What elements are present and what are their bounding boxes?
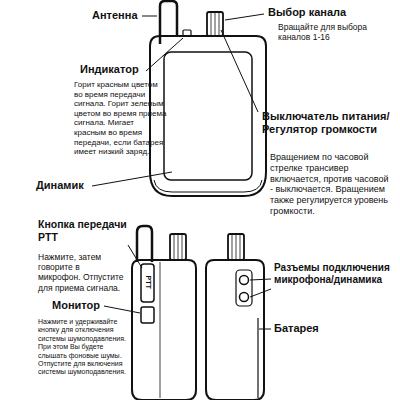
leader-line	[225, 14, 264, 20]
radio-body	[150, 36, 266, 196]
speaker-grille	[164, 52, 252, 180]
leader-line	[250, 279, 271, 297]
part-note: Вращайте для выбора каналов 1-16	[278, 22, 390, 42]
leader-line	[259, 329, 271, 330]
part-name: Выключатель питания/Регулятор громкости	[262, 110, 394, 136]
radio-side-left	[132, 260, 196, 400]
antenna	[160, 1, 177, 44]
part-name: Выбор канала	[268, 6, 392, 19]
leader-line	[104, 306, 140, 313]
leader-line	[128, 245, 142, 268]
side-seam	[160, 262, 161, 398]
knob-side	[228, 234, 244, 260]
radio-side-right	[206, 260, 264, 400]
knob-ridges	[232, 235, 240, 259]
battery-seam	[257, 318, 258, 398]
knob-side	[170, 234, 186, 260]
channel-knob	[207, 12, 223, 36]
ptt-button	[141, 264, 154, 302]
leader-line	[142, 16, 157, 17]
part-note: Нажмите, затем говорите в микрофон. Отпу…	[38, 252, 124, 293]
part-name: Антенна	[92, 9, 152, 22]
knob-ridges	[211, 13, 219, 35]
speaker-jack	[240, 293, 249, 302]
part-note: Нажмите и удерживайте кнопку для отключе…	[38, 318, 132, 377]
part-name: Кнопка передачи PTT	[38, 218, 134, 243]
mic-jack	[240, 276, 249, 285]
led-indicator	[183, 30, 191, 36]
jack-cover	[236, 270, 252, 306]
part-note: Вращением по часовой стрелке трансивер в…	[270, 152, 394, 217]
knob-ridges	[174, 235, 182, 259]
part-name: Монитор	[52, 299, 122, 312]
part-name: Индикатор	[80, 63, 160, 76]
antenna-side	[137, 226, 152, 262]
part-name: Разъемы подключения микрофона/динамика	[274, 262, 392, 286]
part-name: Батарея	[274, 322, 354, 335]
part-note: Горит красным цветом во время передачи с…	[74, 80, 168, 157]
monitor-button	[141, 307, 154, 323]
body-edge	[154, 180, 262, 192]
leader-line	[146, 38, 183, 71]
button-label: PTT	[144, 267, 152, 297]
leader-line	[221, 30, 258, 112]
leader-line	[92, 172, 172, 186]
part-name: Динамик	[36, 179, 106, 192]
